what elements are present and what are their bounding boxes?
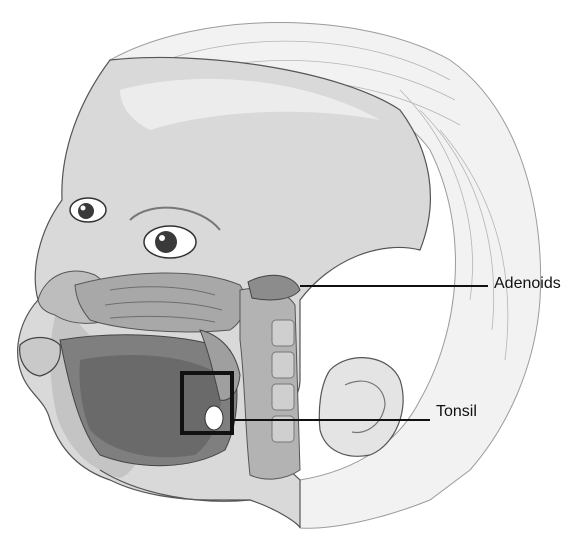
tonsil-label: Tonsil [436,404,477,420]
nasal-cavity [75,273,245,332]
tonsil [205,406,223,430]
adenoids-label: Adenoids [494,276,561,292]
left-eye [70,198,106,222]
right-eye [144,226,196,258]
